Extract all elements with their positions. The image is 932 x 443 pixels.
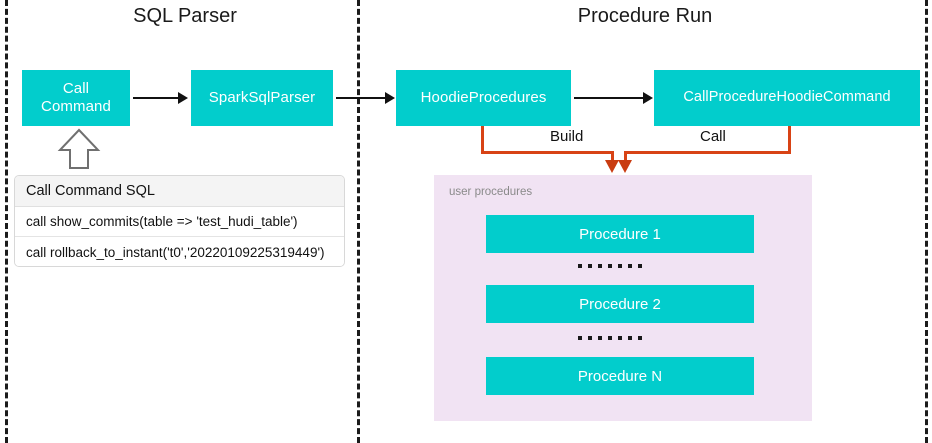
- divider-left: [5, 0, 8, 443]
- build-connector-horizontal: [481, 151, 614, 154]
- procedure-separator-dots: [578, 336, 642, 340]
- divider-middle: [357, 0, 360, 443]
- sql-table-row: call rollback_to_instant('t0','202201092…: [15, 237, 344, 266]
- section-title-sql-parser: SQL Parser: [133, 5, 237, 27]
- arrow-call-command-to-parser-line: [133, 97, 181, 99]
- arrow-parser-to-procedures-head: [385, 92, 395, 104]
- arrow-parser-to-procedures-line: [336, 97, 388, 99]
- call-connector-vertical-down: [624, 151, 627, 164]
- edge-label-build: Build: [545, 128, 589, 145]
- procedure-item[interactable]: Procedure N: [486, 357, 754, 395]
- arrow-call-command-to-parser-head: [178, 92, 188, 104]
- node-call-command[interactable]: Call Command: [22, 70, 130, 126]
- node-spark-sql-parser[interactable]: SparkSqlParser: [191, 70, 333, 126]
- sql-table-header: Call Command SQL: [15, 176, 344, 207]
- section-title-procedure-run: Procedure Run: [577, 5, 713, 27]
- procedure-separator-dots: [578, 264, 642, 268]
- node-call-procedure-hoodie-command[interactable]: CallProcedureHoodieCommand: [654, 70, 920, 126]
- procedure-item[interactable]: Procedure 2: [486, 285, 754, 323]
- node-call-command-line2: Command: [41, 98, 111, 115]
- call-connector-horizontal: [624, 151, 791, 154]
- sql-table-row: call show_commits(table => 'test_hudi_ta…: [15, 207, 344, 237]
- call-command-sql-table: Call Command SQL call show_commits(table…: [14, 175, 345, 267]
- upward-arrow-icon: [57, 128, 101, 175]
- edge-label-call: Call: [695, 128, 731, 145]
- arrow-procedures-to-command-line: [574, 97, 646, 99]
- procedure-item[interactable]: Procedure 1: [486, 215, 754, 253]
- user-procedures-label: user procedures: [449, 186, 533, 198]
- arrow-procedures-to-command-head: [643, 92, 653, 104]
- call-connector-arrowhead: [618, 160, 632, 173]
- build-connector-vertical-left: [481, 126, 484, 154]
- build-connector-vertical-down: [611, 151, 614, 164]
- call-connector-vertical-right: [788, 126, 791, 154]
- build-connector-arrowhead: [605, 160, 619, 173]
- node-call-command-line1: Call: [62, 80, 90, 98]
- node-hoodie-procedures[interactable]: HoodieProcedures: [396, 70, 571, 126]
- divider-right: [925, 0, 928, 443]
